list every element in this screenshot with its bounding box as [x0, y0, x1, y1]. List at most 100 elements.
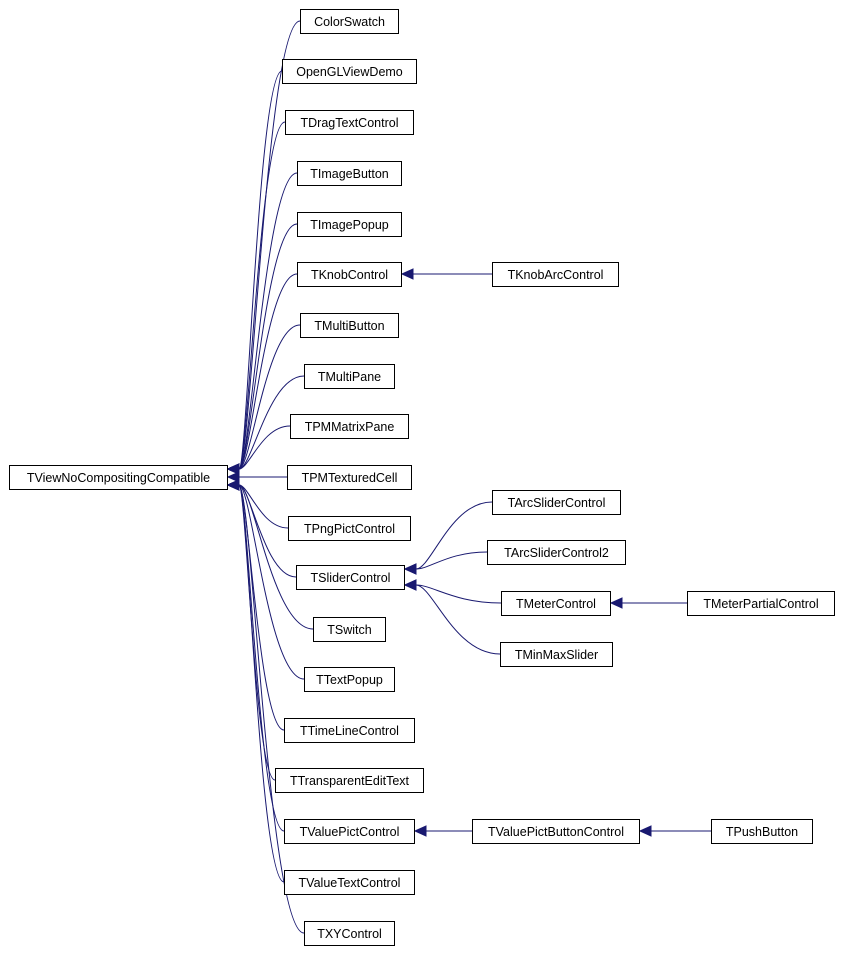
class-node-ttextpopup[interactable]: TTextPopup: [304, 667, 395, 692]
class-label: TTextPopup: [316, 673, 383, 687]
class-label: TPMTexturedCell: [302, 471, 398, 485]
inheritance-edge-tmultibutton-to-root: [238, 324, 301, 470]
class-node-tpngpictcontrol[interactable]: TPngPictControl: [288, 516, 411, 541]
class-node-tpmtexturedcell[interactable]: TPMTexturedCell: [287, 465, 412, 490]
class-label: TKnobControl: [311, 268, 388, 282]
inheritance-edge-tpmmatrixpane-to-root: [238, 425, 291, 470]
class-box: [275, 768, 424, 793]
class-node-tpmmatrixpane[interactable]: TPMMatrixPane: [290, 414, 409, 439]
class-node-tarcslidercontrol2[interactable]: TArcSliderControl2: [487, 540, 626, 565]
inheritance-edge-tminmaxslider-to-tslidercontrol: [415, 584, 501, 655]
class-label: TTransparentEditText: [290, 774, 410, 788]
class-box: [284, 718, 415, 743]
inheritance-edge-txycontrol-to-root: [238, 484, 305, 934]
class-box: [500, 642, 613, 667]
class-node-tarcslidercontrol[interactable]: TArcSliderControl: [492, 490, 621, 515]
class-box: [501, 591, 611, 616]
class-box: [288, 516, 411, 541]
class-node-timagebutton[interactable]: TImageButton: [297, 161, 402, 186]
class-node-timagepopup[interactable]: TImagePopup: [297, 212, 402, 237]
class-node-tmeterpartialcontrol[interactable]: TMeterPartialControl: [687, 591, 835, 616]
class-node-openglviewdemo[interactable]: OpenGLViewDemo: [282, 59, 417, 84]
class-node-ttimelinecontrol[interactable]: TTimeLineControl: [284, 718, 415, 743]
class-box: [492, 490, 621, 515]
arrowhead-tpushbutton-to-tvaluepictbuttoncontrol: [638, 825, 652, 837]
class-box: [487, 540, 626, 565]
class-box: [296, 565, 405, 590]
arrowhead-txycontrol-to-root: [226, 479, 240, 491]
class-label: TSwitch: [327, 623, 372, 637]
class-label: TPMMatrixPane: [305, 420, 395, 434]
arrowhead-tknobarccontrol-to-tknobcontrol: [400, 268, 414, 280]
class-label: TKnobArcControl: [508, 268, 604, 282]
class-label: TImagePopup: [310, 218, 389, 232]
class-node-tmultipane[interactable]: TMultiPane: [304, 364, 395, 389]
class-box: [687, 591, 835, 616]
class-label: TArcSliderControl: [508, 496, 606, 510]
class-node-tmultibutton[interactable]: TMultiButton: [300, 313, 399, 338]
class-box: [290, 414, 409, 439]
class-box: [492, 262, 619, 287]
inheritance-edge-timagebutton-to-root: [238, 172, 298, 470]
class-node-tknobcontrol[interactable]: TKnobControl: [297, 262, 402, 287]
class-label: TValuePictButtonControl: [488, 825, 624, 839]
class-label: TViewNoCompositingCompatible: [27, 471, 210, 485]
class-label: TMultiButton: [314, 319, 384, 333]
class-box: [297, 212, 402, 237]
inheritance-edge-colorswatch-to-root: [238, 20, 301, 470]
class-label: TMeterPartialControl: [703, 597, 818, 611]
edges-layer: [226, 20, 711, 934]
class-box: [304, 921, 395, 946]
class-node-tmetercontrol[interactable]: TMeterControl: [501, 591, 611, 616]
class-node-tvaluepictcontrol[interactable]: TValuePictControl: [284, 819, 415, 844]
class-box: [313, 617, 386, 642]
inheritance-edge-tarcslidercontrol2-to-tslidercontrol: [415, 551, 488, 570]
class-box: [711, 819, 813, 844]
class-label: TSliderControl: [311, 571, 391, 585]
class-label: TDragTextControl: [301, 116, 399, 130]
class-node-ttransparentedittext[interactable]: TTransparentEditText: [275, 768, 424, 793]
class-box: [285, 110, 414, 135]
inheritance-edge-tdragtextcontrol-to-root: [238, 121, 286, 470]
inheritance-edge-tswitch-to-root: [238, 484, 314, 630]
class-node-tknobarccontrol[interactable]: TKnobArcControl: [492, 262, 619, 287]
class-label: TArcSliderControl2: [504, 546, 609, 560]
class-label: TPushButton: [726, 825, 798, 839]
class-label: TMultiPane: [318, 370, 381, 384]
class-node-tdragtextcontrol[interactable]: TDragTextControl: [285, 110, 414, 135]
class-label: TTimeLineControl: [300, 724, 399, 738]
inheritance-edge-tmultipane-to-root: [238, 375, 305, 470]
arrowhead-tminmaxslider-to-tslidercontrol: [403, 579, 417, 591]
class-box: [287, 465, 412, 490]
inheritance-edge-tmetercontrol-to-tslidercontrol: [415, 584, 502, 604]
class-node-colorswatch[interactable]: ColorSwatch: [300, 9, 399, 34]
class-box: [284, 819, 415, 844]
class-label: TMeterControl: [516, 597, 596, 611]
class-label: TMinMaxSlider: [515, 648, 598, 662]
class-node-tswitch[interactable]: TSwitch: [313, 617, 386, 642]
class-node-tvaluetextcontrol[interactable]: TValueTextControl: [284, 870, 415, 895]
arrowhead-tmeterpartialcontrol-to-tmetercontrol: [609, 597, 623, 609]
inheritance-edge-tvaluetextcontrol-to-root: [238, 484, 285, 883]
class-label: OpenGLViewDemo: [296, 65, 403, 79]
nodes-layer: TViewNoCompositingCompatible ColorSwatchO…: [9, 9, 835, 946]
inheritance-edge-tknobcontrol-to-root: [238, 273, 298, 470]
inheritance-edge-ttextpopup-to-root: [238, 484, 305, 680]
arrowhead-tpmtexturedcell-to-root: [226, 471, 240, 483]
class-box: [9, 465, 228, 490]
class-label: TPngPictControl: [304, 522, 395, 536]
arrowhead-tvaluepictbuttoncontrol-to-tvaluepictcontrol: [413, 825, 427, 837]
class-box: [304, 667, 395, 692]
class-node-tvaluepictbuttoncontrol[interactable]: TValuePictButtonControl: [472, 819, 640, 844]
arrowhead-tarcslidercontrol2-to-tslidercontrol: [403, 563, 417, 575]
class-node-tpushbutton[interactable]: TPushButton: [711, 819, 813, 844]
arrowhead-tpmmatrixpane-to-root: [226, 463, 240, 475]
class-node-tminmaxslider[interactable]: TMinMaxSlider: [500, 642, 613, 667]
inheritance-edge-openglviewdemo-to-root: [238, 70, 283, 470]
class-node-root[interactable]: TViewNoCompositingCompatible: [9, 465, 228, 490]
class-label: ColorSwatch: [314, 15, 385, 29]
inheritance-edge-timagepopup-to-root: [238, 223, 298, 470]
class-box: [472, 819, 640, 844]
class-node-txycontrol[interactable]: TXYControl: [304, 921, 395, 946]
class-node-tslidercontrol[interactable]: TSliderControl: [296, 565, 405, 590]
